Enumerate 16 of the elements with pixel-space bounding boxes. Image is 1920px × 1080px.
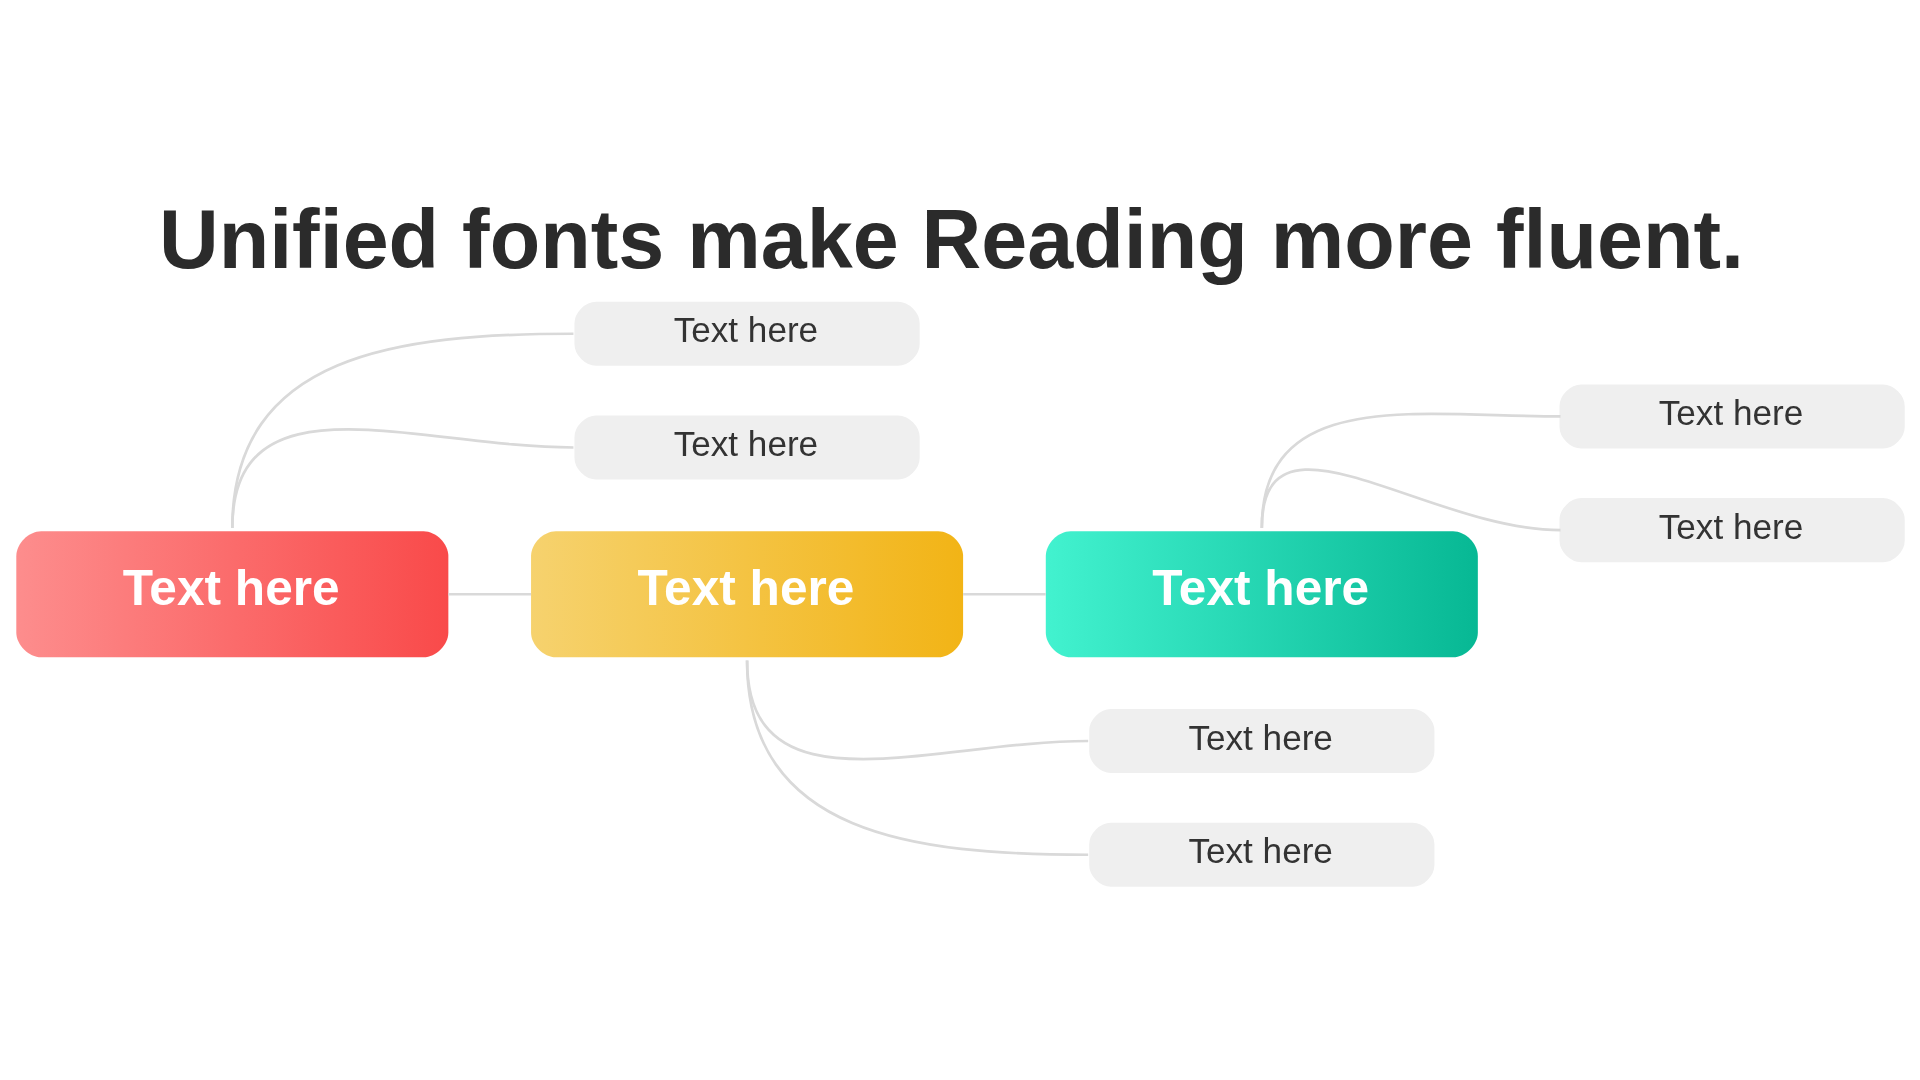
node-box: Text here	[1045, 530, 1478, 657]
node-box: Text here	[1559, 497, 1905, 562]
connector	[231, 427, 574, 528]
node-box: Text here	[1559, 383, 1905, 448]
node-box: Text here	[531, 530, 964, 657]
connector	[963, 592, 1046, 596]
node-box: Text here	[1089, 708, 1435, 773]
node-box: Text here	[574, 414, 920, 479]
connector	[1260, 467, 1561, 531]
diagram-title: Unified fonts make Reading more fluent.	[158, 192, 1744, 286]
connector	[745, 659, 1089, 856]
node-box: Text here	[1089, 822, 1435, 887]
connector	[231, 331, 574, 528]
connector	[448, 592, 532, 596]
node-box: Text here	[574, 301, 920, 366]
node-box: Text here	[16, 530, 449, 657]
